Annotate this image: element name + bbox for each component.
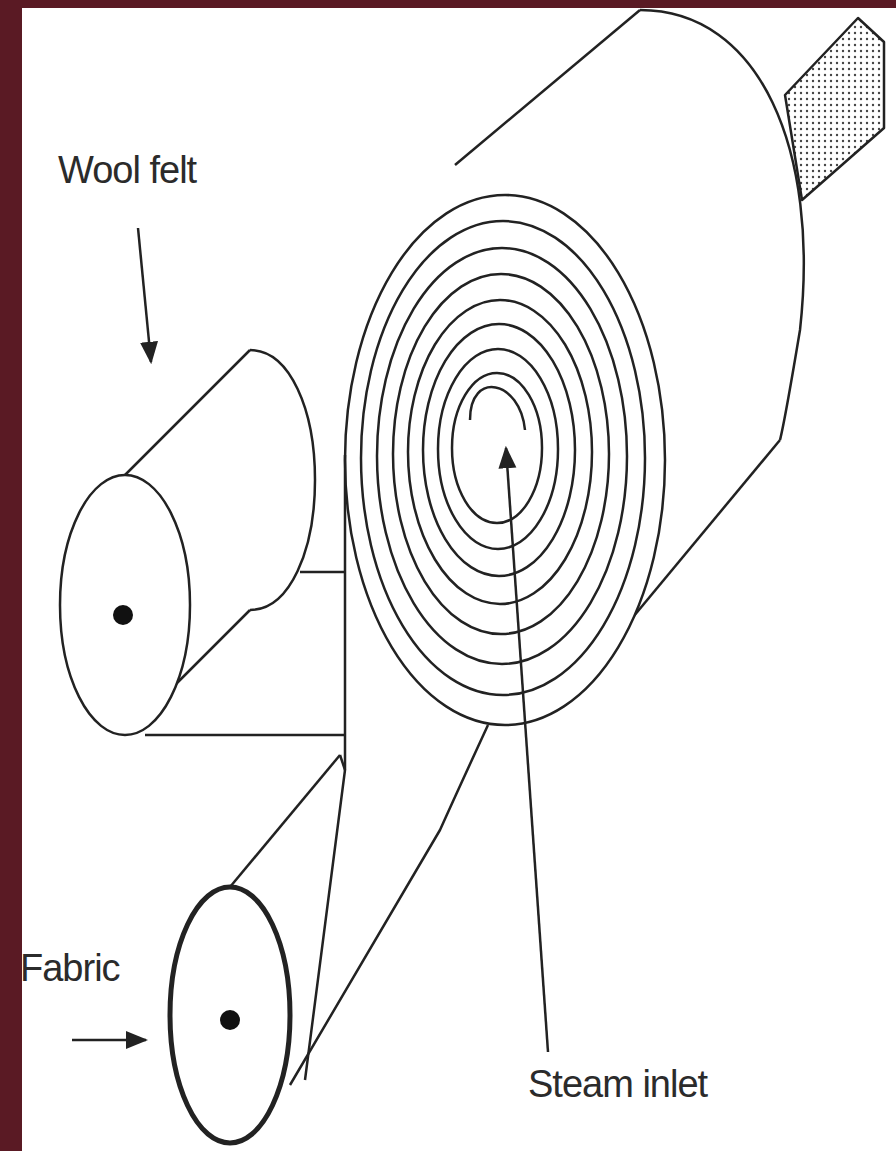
fabric-roller-axle <box>220 1010 240 1030</box>
white-panel <box>22 8 896 1151</box>
part-label: Steam inlet <box>528 1064 707 1106</box>
fabric-roller-body <box>230 755 340 887</box>
roll-turn <box>452 373 542 523</box>
leader-arrow <box>72 1039 146 1042</box>
roll-turn <box>438 349 558 549</box>
cylinder-back-edge <box>640 10 804 440</box>
roll-turn <box>361 221 645 695</box>
part-label: Fabric <box>20 948 120 990</box>
roll-turn <box>408 300 592 604</box>
leader-arrows <box>72 228 548 1052</box>
roll-turn <box>423 324 575 576</box>
felt-sheet <box>145 572 345 735</box>
roll-turn <box>393 274 609 634</box>
shaft <box>785 18 884 200</box>
felt-roller-axle <box>113 605 133 625</box>
roll-outer <box>345 195 665 725</box>
part-label: Wool felt <box>58 150 196 192</box>
leader-arrow <box>138 228 151 362</box>
roll-core <box>470 387 525 430</box>
felt-roller-end <box>60 475 190 735</box>
leader-arrow <box>506 448 548 1052</box>
cylinder-top-line <box>455 10 640 165</box>
fabric-roller-end <box>170 887 290 1143</box>
fabric-sheet-edge <box>340 755 345 770</box>
fabric-sheet-left <box>305 455 345 1080</box>
roll-turn <box>377 248 627 664</box>
